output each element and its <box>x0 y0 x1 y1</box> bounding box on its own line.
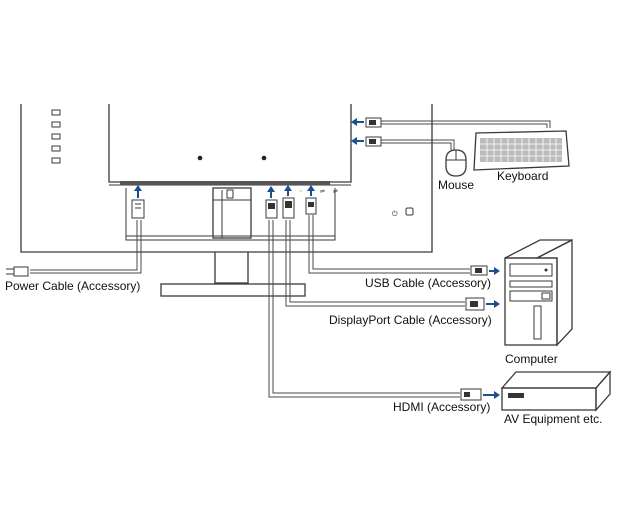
hdmi-cable <box>265 186 500 401</box>
usb-cable <box>305 185 500 276</box>
svg-text:◦: ◦ <box>299 188 303 195</box>
mouse-label: Mouse <box>438 178 475 192</box>
monitor-rear-view: ⏻ ◦ ⇌ ⇌ <box>20 104 433 253</box>
vesa-screw-left <box>197 155 203 161</box>
power-cable <box>6 185 145 277</box>
computer-label: Computer <box>505 352 558 366</box>
usb-plug-icon <box>305 197 317 215</box>
hdmi-plug-icon <box>265 199 278 219</box>
av-equipment-label: AV Equipment etc. <box>504 412 603 426</box>
computer-tower-icon <box>504 238 573 347</box>
usb-cable-label: USB Cable (Accessory) <box>365 276 492 290</box>
monitor-stand <box>160 187 306 297</box>
usb-downstream-cables <box>351 117 551 150</box>
monitor-vents <box>51 109 61 164</box>
vesa-screw-right <box>261 155 267 161</box>
keyboard-label: Keyboard <box>497 169 549 183</box>
svg-text:⇌: ⇌ <box>320 188 325 195</box>
svg-text:⇌: ⇌ <box>333 188 338 195</box>
displayport-plug-icon <box>282 197 295 219</box>
displayport-cable-label: DisplayPort Cable (Accessory) <box>329 313 492 327</box>
svg-text:⏻: ⏻ <box>392 210 398 218</box>
power-plug-icon <box>131 199 145 219</box>
mouse-icon <box>445 149 467 177</box>
hdmi-label: HDMI (Accessory) <box>393 400 491 414</box>
keyboard-icon <box>473 130 570 171</box>
port-strip <box>120 181 330 185</box>
power-cable-label: Power Cable (Accessory) <box>5 279 141 293</box>
av-equipment-icon <box>500 370 612 412</box>
displayport-cable <box>282 185 500 311</box>
